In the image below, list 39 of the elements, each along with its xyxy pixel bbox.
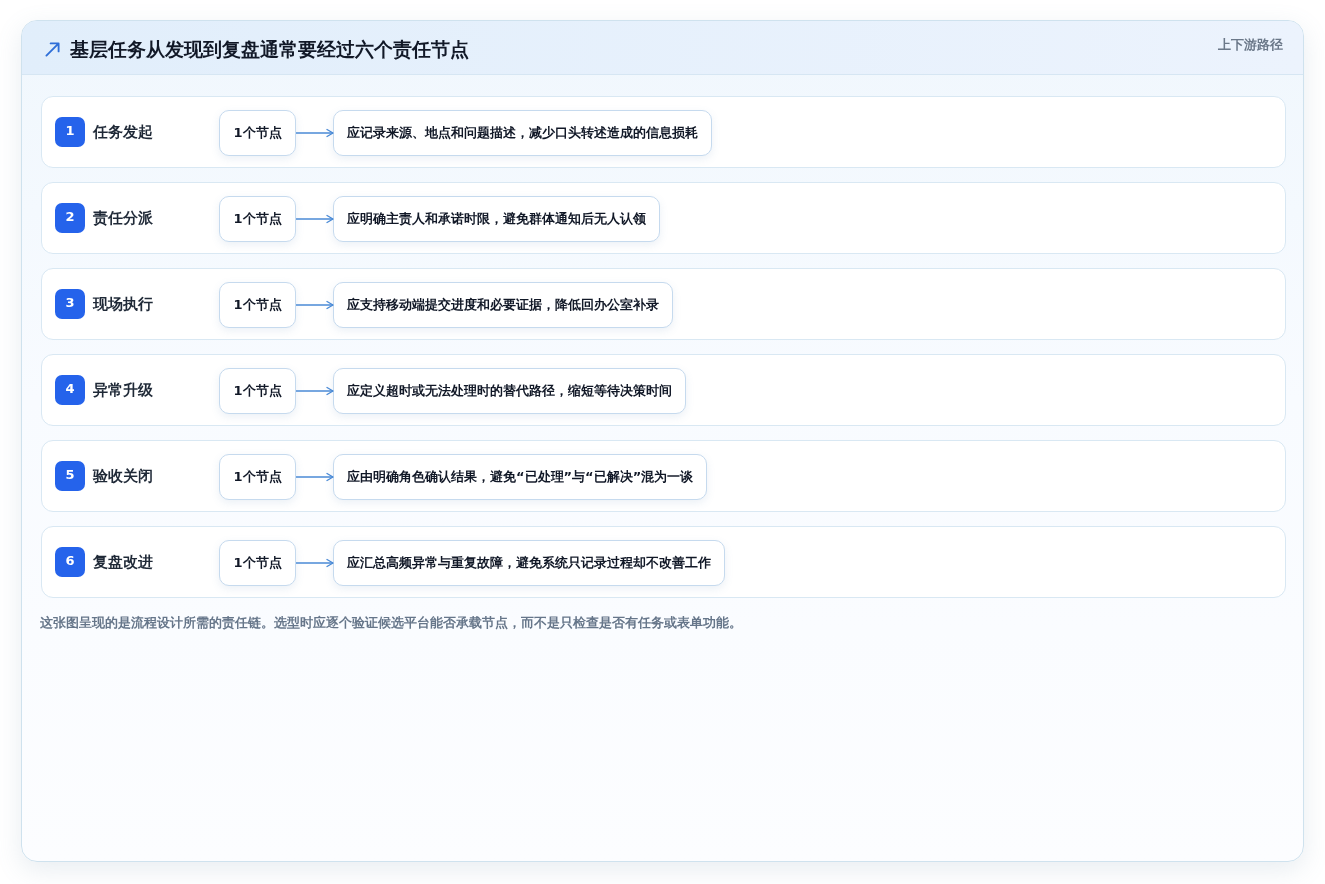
arrow bbox=[295, 472, 334, 482]
step-number: 3 bbox=[55, 289, 85, 319]
step-name: 验收关闭 bbox=[93, 467, 153, 486]
diagram-title: 基层任务从发现到复盘通常要经过六个责任节点 bbox=[70, 37, 469, 61]
step-row bbox=[41, 182, 1286, 254]
arrow bbox=[295, 558, 334, 568]
step-row bbox=[41, 440, 1286, 512]
step-row bbox=[41, 268, 1286, 340]
step-name: 责任分派 bbox=[93, 209, 153, 228]
node-count-card: 1个节点 bbox=[219, 368, 296, 414]
step-name: 任务发起 bbox=[93, 123, 153, 142]
step-number: 5 bbox=[55, 461, 85, 491]
description-card: 应汇总高频异常与重复故障，避免系统只记录过程却不改善工作 bbox=[333, 540, 725, 586]
step-number: 2 bbox=[55, 203, 85, 233]
arrow bbox=[295, 214, 334, 224]
description-card: 应定义超时或无法处理时的替代路径，缩短等待决策时间 bbox=[333, 368, 686, 414]
step-name: 复盘改进 bbox=[93, 553, 153, 572]
description-card: 应明确主责人和承诺时限，避免群体通知后无人认领 bbox=[333, 196, 660, 242]
step-number: 1 bbox=[55, 117, 85, 147]
arrow bbox=[295, 386, 334, 396]
step-number: 6 bbox=[55, 547, 85, 577]
description-card: 应支持移动端提交进度和必要证据，降低回办公室补录 bbox=[333, 282, 673, 328]
node-count-card: 1个节点 bbox=[219, 454, 296, 500]
path-tag: 上下游路径 bbox=[1218, 36, 1283, 54]
step-number: 4 bbox=[55, 375, 85, 405]
step-name: 现场执行 bbox=[93, 295, 153, 314]
node-count-card: 1个节点 bbox=[219, 282, 296, 328]
footnote: 这张图呈现的是流程设计所需的责任链。选型时应逐个验证候选平台能否承载节点，而不是只检查是否有任务或表单功能。 bbox=[40, 614, 742, 632]
description-card: 应记录来源、地点和问题描述，减少口头转述造成的信息损耗 bbox=[333, 110, 712, 156]
node-count-card: 1个节点 bbox=[219, 196, 296, 242]
arrow bbox=[295, 300, 334, 310]
description-card: 应由明确角色确认结果，避免“已处理”与“已解决”混为一谈 bbox=[333, 454, 708, 500]
step-row bbox=[41, 354, 1286, 426]
step-row bbox=[41, 526, 1286, 598]
step-name: 异常升级 bbox=[93, 381, 153, 400]
node-count-card: 1个节点 bbox=[219, 540, 296, 586]
step-row bbox=[41, 96, 1286, 168]
arrow bbox=[295, 128, 334, 138]
node-count-card: 1个节点 bbox=[219, 110, 296, 156]
